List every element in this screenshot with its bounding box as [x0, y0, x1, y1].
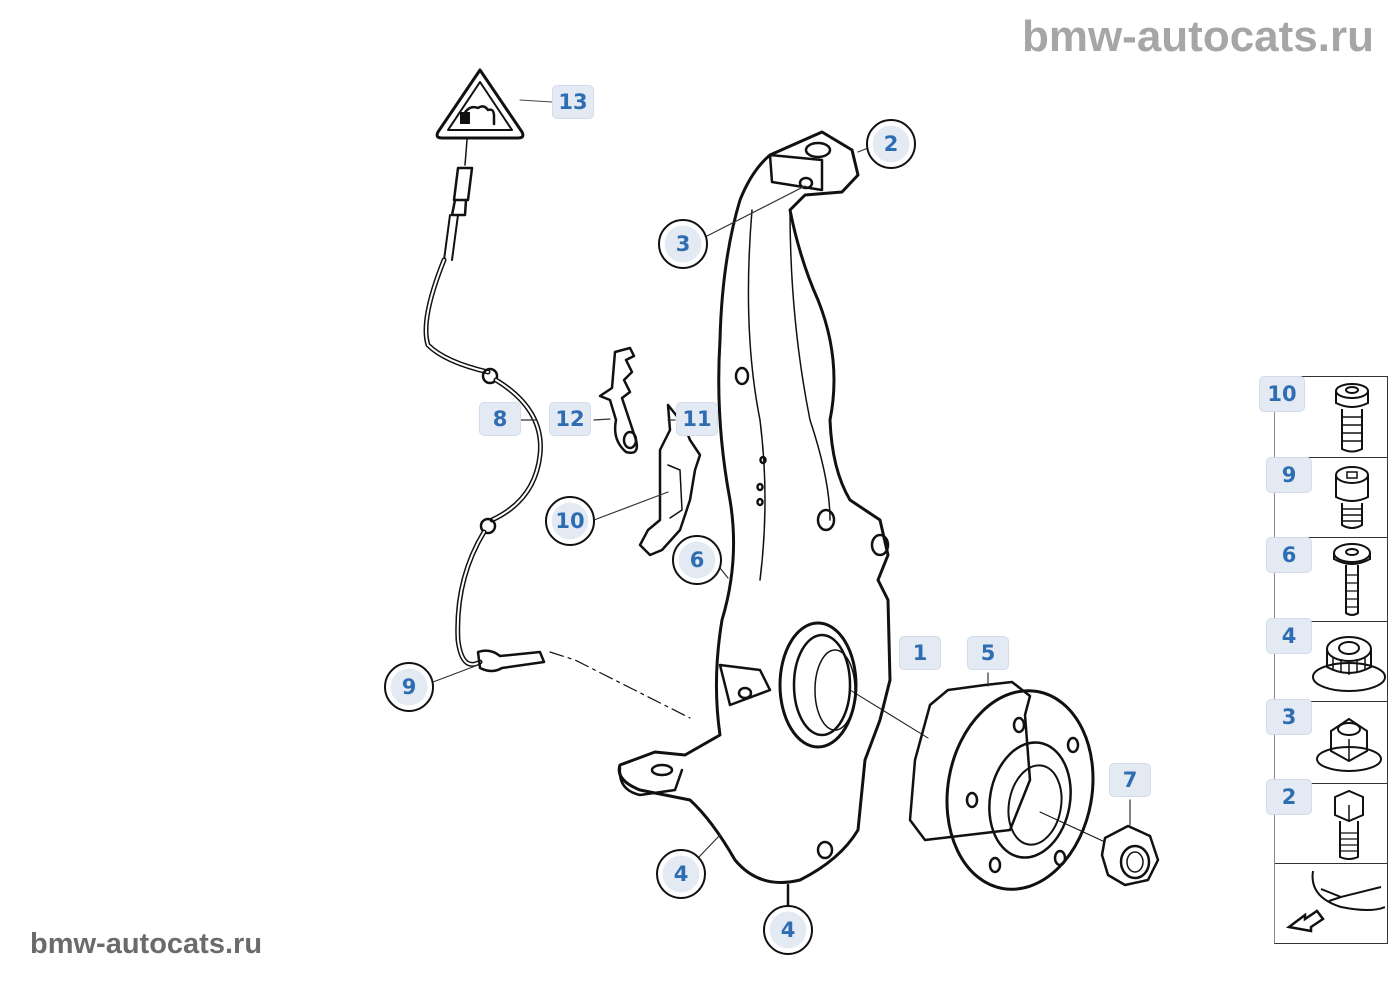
watermark-top: bmw-autocats.ru	[1021, 12, 1374, 61]
wheel-hub-drawing	[849, 680, 1106, 891]
callout-4-bottom[interactable]: 4	[763, 905, 813, 955]
fastener-legend-panel	[1274, 376, 1388, 944]
abs-sensor-cable-drawing	[423, 139, 691, 719]
flange-hex-nut-icon	[1316, 717, 1382, 772]
cable-holder-drawing	[638, 403, 702, 557]
legend-item[interactable]	[1275, 783, 1387, 864]
callout-6[interactable]: 6	[672, 535, 722, 585]
callout-3[interactable]: 3	[658, 219, 708, 269]
socket-head-screw-icon	[1335, 466, 1369, 529]
callout-8[interactable]: 8	[479, 402, 521, 436]
callout-10[interactable]: 10	[545, 496, 595, 546]
legend-tag-9[interactable]: 9	[1266, 457, 1312, 493]
legend-item[interactable]	[1275, 621, 1387, 702]
collar-nut-icon	[1312, 636, 1386, 692]
legend-item[interactable]	[1275, 377, 1387, 458]
callout-11[interactable]: 11	[676, 402, 718, 436]
callout-2[interactable]: 2	[866, 119, 916, 169]
legend-item[interactable]	[1275, 457, 1387, 538]
cheese-head-screw-icon	[1335, 383, 1369, 453]
warning-triangle-icon	[435, 68, 525, 140]
legend-item[interactable]	[1275, 863, 1387, 943]
legend-tag-4[interactable]: 4	[1266, 618, 1312, 654]
legend-tag-6[interactable]: 6	[1266, 537, 1312, 573]
cable-clip-drawing	[598, 346, 639, 454]
legend-tag-2[interactable]: 2	[1266, 779, 1312, 815]
callout-4-left[interactable]: 4	[656, 849, 706, 899]
legend-item[interactable]	[1275, 701, 1387, 784]
vehicle-front-arrow-icon	[1285, 870, 1385, 933]
steering-knuckle-drawing	[617, 130, 892, 884]
legend-tag-3[interactable]: 3	[1266, 699, 1312, 735]
callout-7[interactable]: 7	[1109, 763, 1151, 797]
hex-bolt-icon	[1334, 789, 1364, 860]
collar-nut-drawing	[1100, 824, 1160, 887]
callout-1[interactable]: 1	[899, 636, 941, 670]
torx-screw-icon	[1333, 543, 1371, 616]
legend-tag-10[interactable]: 10	[1259, 376, 1305, 412]
legend-item[interactable]	[1275, 537, 1387, 622]
leader-lines	[432, 147, 1131, 908]
callout-13[interactable]: 13	[552, 85, 594, 119]
callout-9[interactable]: 9	[384, 662, 434, 712]
watermark-bottom: bmw-autocats.ru	[30, 928, 263, 960]
callout-5[interactable]: 5	[967, 636, 1009, 670]
callout-12[interactable]: 12	[549, 402, 591, 436]
